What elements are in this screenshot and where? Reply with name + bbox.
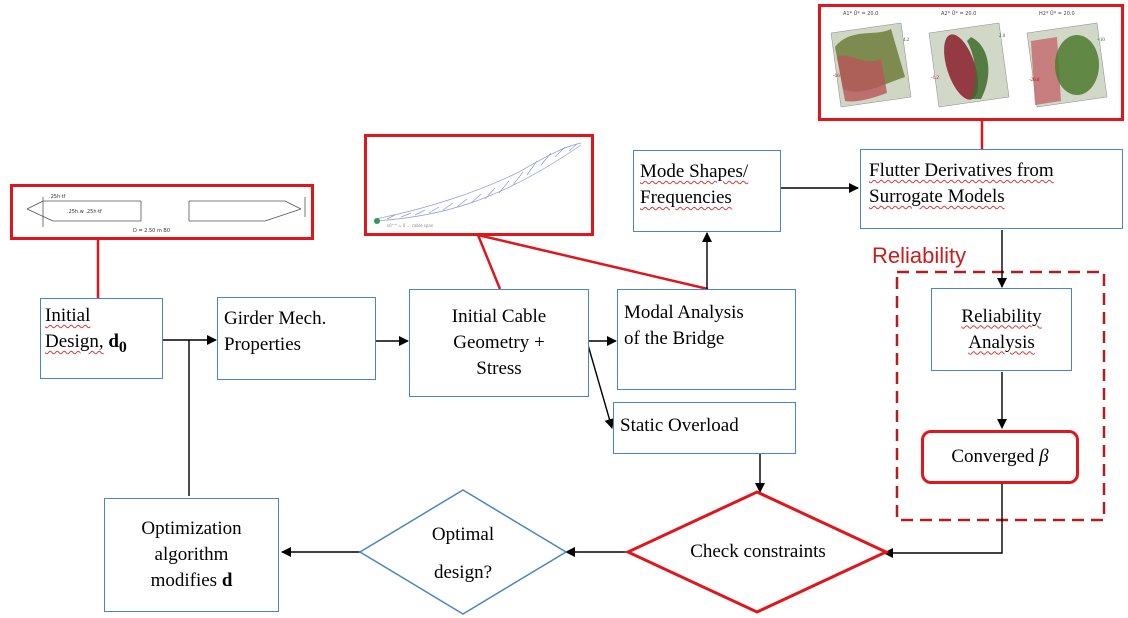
reliability-group-frame	[895, 270, 1106, 522]
design-vector-symbol: d	[108, 331, 119, 352]
arrow-converged-to-check	[883, 484, 1003, 558]
girder-properties-box: Girder Mech. Properties	[217, 297, 376, 380]
flutter-surrogate-surface-plots-icon: A1* Ū* = 20.0 A2* Ū* = 20.0 H2* Ū* = 20.…	[830, 10, 1108, 108]
reliability-analysis-box: Reliability Analysis	[931, 288, 1072, 371]
initial-design-box: Initial Design, d0	[40, 298, 163, 379]
svg-text:-1.2: -1.2	[931, 76, 939, 81]
optimal-line2: design?	[433, 562, 493, 583]
mode-shapes-box: Mode Shapes/ Frequencies	[633, 150, 781, 232]
svg-text:.25h.w .25h·tf: .25h.w .25h·tf	[67, 209, 102, 215]
svg-text:-16: -16	[833, 74, 840, 79]
girder-section-thumbnail: .25h·tf .25h.w .25h·tf D = 2.50 m B0	[10, 184, 314, 240]
static-overload-label: Static Overload	[620, 415, 739, 436]
girder-cross-section-drawing-icon: .25h·tf .25h.w .25h·tf D = 2.50 m B0	[26, 194, 306, 234]
reliability-analysis-line1: Reliability	[961, 305, 1042, 327]
optimization-design-symbol: d	[221, 570, 233, 591]
modal-line2: of the Bridge	[624, 328, 725, 349]
svg-text:2.0: 2.0	[999, 34, 1006, 39]
optimization-line1: Optimization	[141, 518, 242, 539]
cable-geometry-plot-icon: s0^* ≈ 0 ... cable span	[374, 142, 582, 228]
flutter-line2: Surrogate Models	[869, 186, 1005, 207]
leader-cable-2	[477, 233, 709, 291]
arrow-cable-to-static	[587, 344, 615, 429]
flutter-derivatives-box: Flutter Derivatives from Surrogate Model…	[860, 149, 1123, 229]
reliability-analysis-line2: Analysis	[968, 331, 1035, 353]
initial-design-line1: Initial	[45, 305, 91, 326]
optimization-algorithm-box: Optimization algorithm modifies d	[104, 498, 279, 612]
modal-analysis-box: Modal Analysis of the Bridge	[617, 289, 796, 390]
leader-cable-1	[476, 234, 502, 290]
optimization-line3: modifies d	[150, 570, 233, 591]
svg-text:A2* Ū* = 20.0: A2* Ū* = 20.0	[941, 10, 976, 17]
cable-line1: Initial Cable	[451, 306, 547, 327]
girder-line2: Properties	[224, 334, 302, 355]
optimization-line2: algorithm	[154, 544, 229, 565]
svg-text:.25h·tf: .25h·tf	[49, 194, 66, 200]
svg-text:s0^* ≈ 0 ... cable span: s0^* ≈ 0 ... cable span	[387, 223, 434, 228]
mode-shapes-line1: Mode Shapes/	[640, 161, 749, 182]
svg-text:+10: +10	[1097, 38, 1105, 43]
cable-line3: Stress	[476, 358, 522, 379]
cable-geometry-box: Initial Cable Geometry + Stress	[409, 289, 589, 397]
optimal-line1: Optimal	[431, 524, 495, 545]
svg-text:H2* Ū* = 20.0: H2* Ū* = 20.0	[1039, 10, 1075, 17]
initial-design-line2: Design, d0	[45, 331, 127, 356]
svg-text:4.2: 4.2	[903, 38, 910, 43]
girder-line1: Girder Mech.	[224, 308, 327, 329]
flutter-line1: Flutter Derivatives from	[869, 160, 1054, 181]
converged-beta-box: Converged β	[921, 430, 1079, 484]
svg-text:D = 2.50 m B0: D = 2.50 m B0	[133, 228, 170, 234]
reliability-group-label: Reliability	[872, 243, 967, 268]
optimal-design-label: Optimal design?	[393, 522, 533, 586]
beta-symbol: β	[1039, 446, 1049, 467]
cable-geometry-thumbnail: s0^* ≈ 0 ... cable span	[364, 134, 594, 236]
cable-line2: Geometry +	[453, 332, 545, 353]
mode-shapes-line2: Frequencies	[640, 187, 732, 208]
modal-line1: Modal Analysis	[624, 302, 744, 323]
static-overload-box: Static Overload	[613, 402, 796, 454]
check-constraints-diamond	[624, 490, 890, 614]
svg-text:A1* Ū* = 20.0: A1* Ū* = 20.0	[843, 10, 878, 17]
design-vector-subscript: 0	[118, 338, 127, 356]
surrogate-plots-thumbnail: A1* Ū* = 20.0 A2* Ū* = 20.0 H2* Ū* = 20.…	[818, 4, 1124, 121]
converged-label: Converged	[951, 446, 1035, 467]
check-constraints-label: Check constraints	[690, 541, 826, 562]
svg-text:-20.0: -20.0	[1029, 78, 1040, 83]
optimal-design-diamond	[358, 489, 568, 615]
